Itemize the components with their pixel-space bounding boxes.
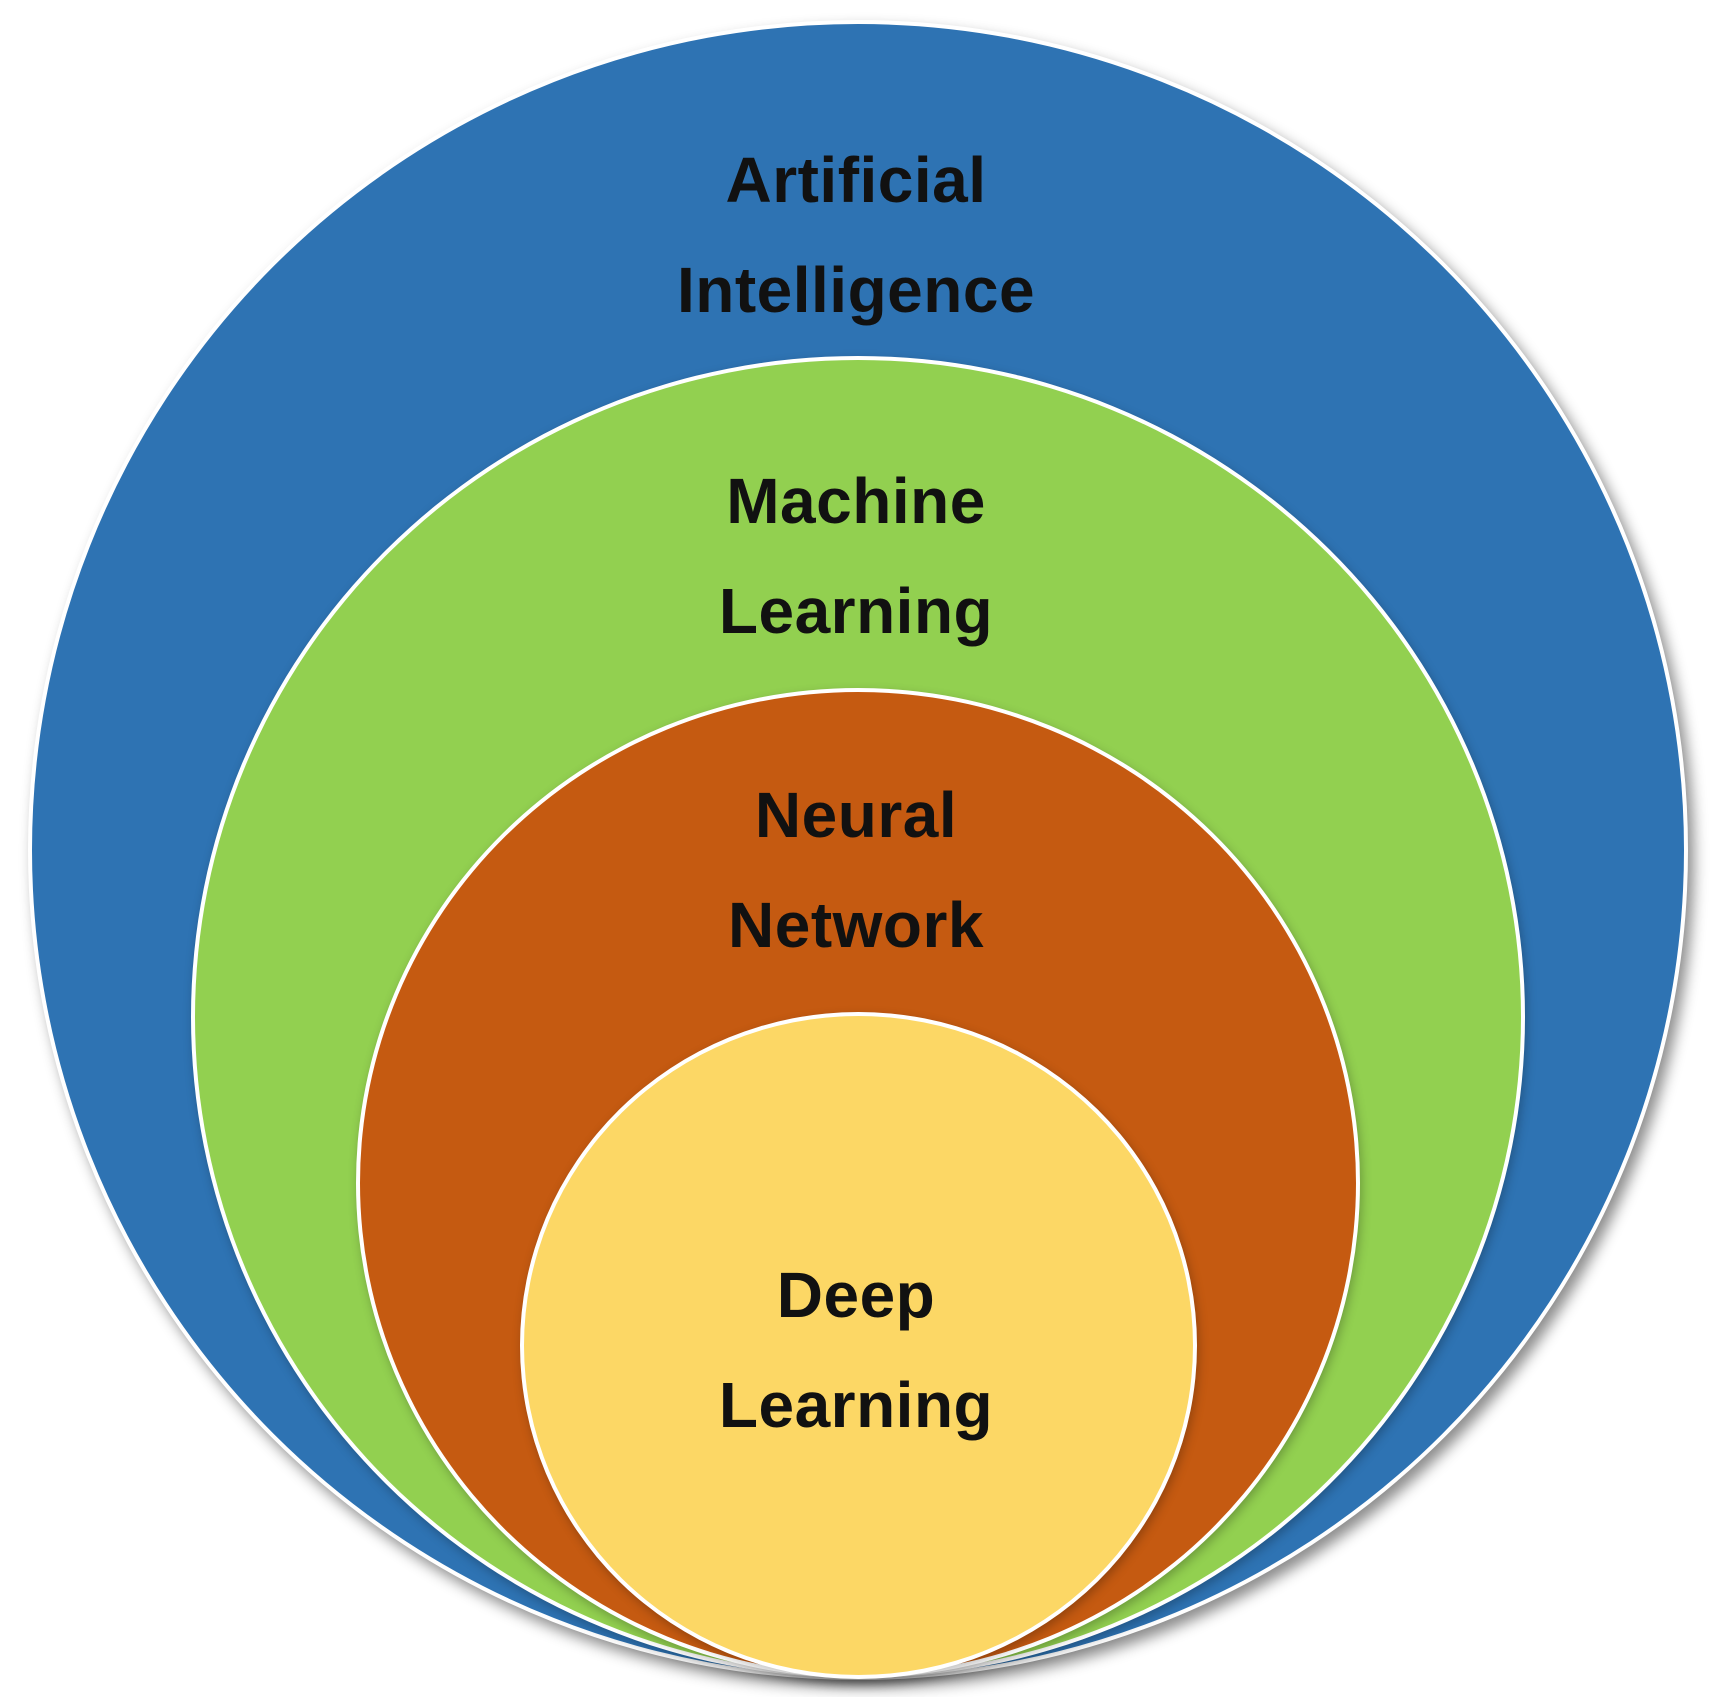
machine-learning-label: Machine Learning xyxy=(556,446,1156,666)
label-line: Deep xyxy=(776,1259,936,1331)
label-line: Learning xyxy=(718,575,994,647)
label-line: Intelligence xyxy=(676,254,1036,326)
label-line: Neural xyxy=(754,779,958,851)
label-line: Artificial xyxy=(725,144,987,216)
label-line: Network xyxy=(728,889,984,961)
deep-learning-label: Deep Learning xyxy=(556,1240,1156,1460)
label-line: Learning xyxy=(718,1369,994,1441)
neural-network-label: Neural Network xyxy=(556,760,1156,980)
label-line: Machine xyxy=(726,465,986,537)
deep-learning-circle xyxy=(520,1012,1197,1679)
artificial-intelligence-label: Artificial Intelligence xyxy=(556,125,1156,345)
